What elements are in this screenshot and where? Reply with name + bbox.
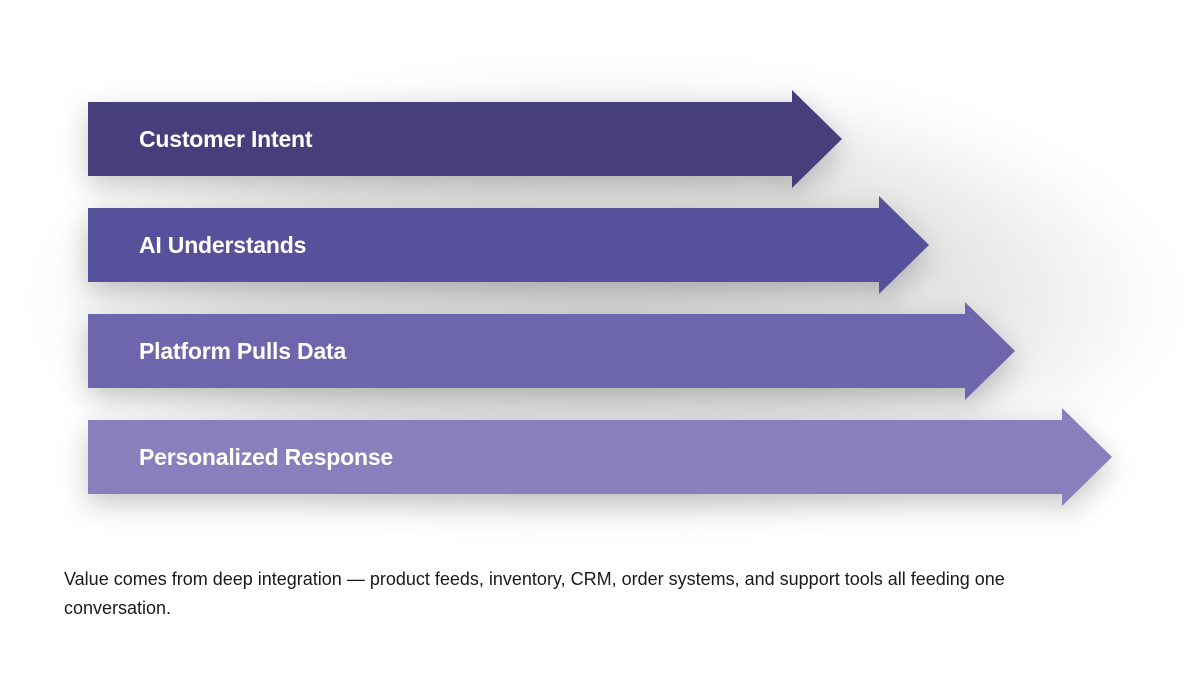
arrow-shape [88, 408, 1112, 506]
flow-step-ai-understands: AI Understands [88, 196, 929, 294]
flow-step-personalized-response: Personalized Response [88, 408, 1112, 506]
flow-step-label: Platform Pulls Data [139, 337, 347, 364]
flow-step-customer-intent: Customer Intent [88, 90, 842, 188]
flow-step-label: AI Understands [139, 231, 307, 258]
arrow-shape [88, 302, 1015, 400]
arrow-shape [88, 196, 929, 294]
flow-step-label: Customer Intent [139, 125, 313, 152]
arrow-shape [88, 90, 842, 188]
process-flow-diagram: Customer Intent AI Understands Platform … [40, 70, 1170, 530]
diagram-caption: Value comes from deep integration — prod… [64, 569, 1005, 618]
flow-step-platform-pulls-data: Platform Pulls Data [88, 302, 1015, 400]
flow-step-label: Personalized Response [139, 443, 393, 470]
